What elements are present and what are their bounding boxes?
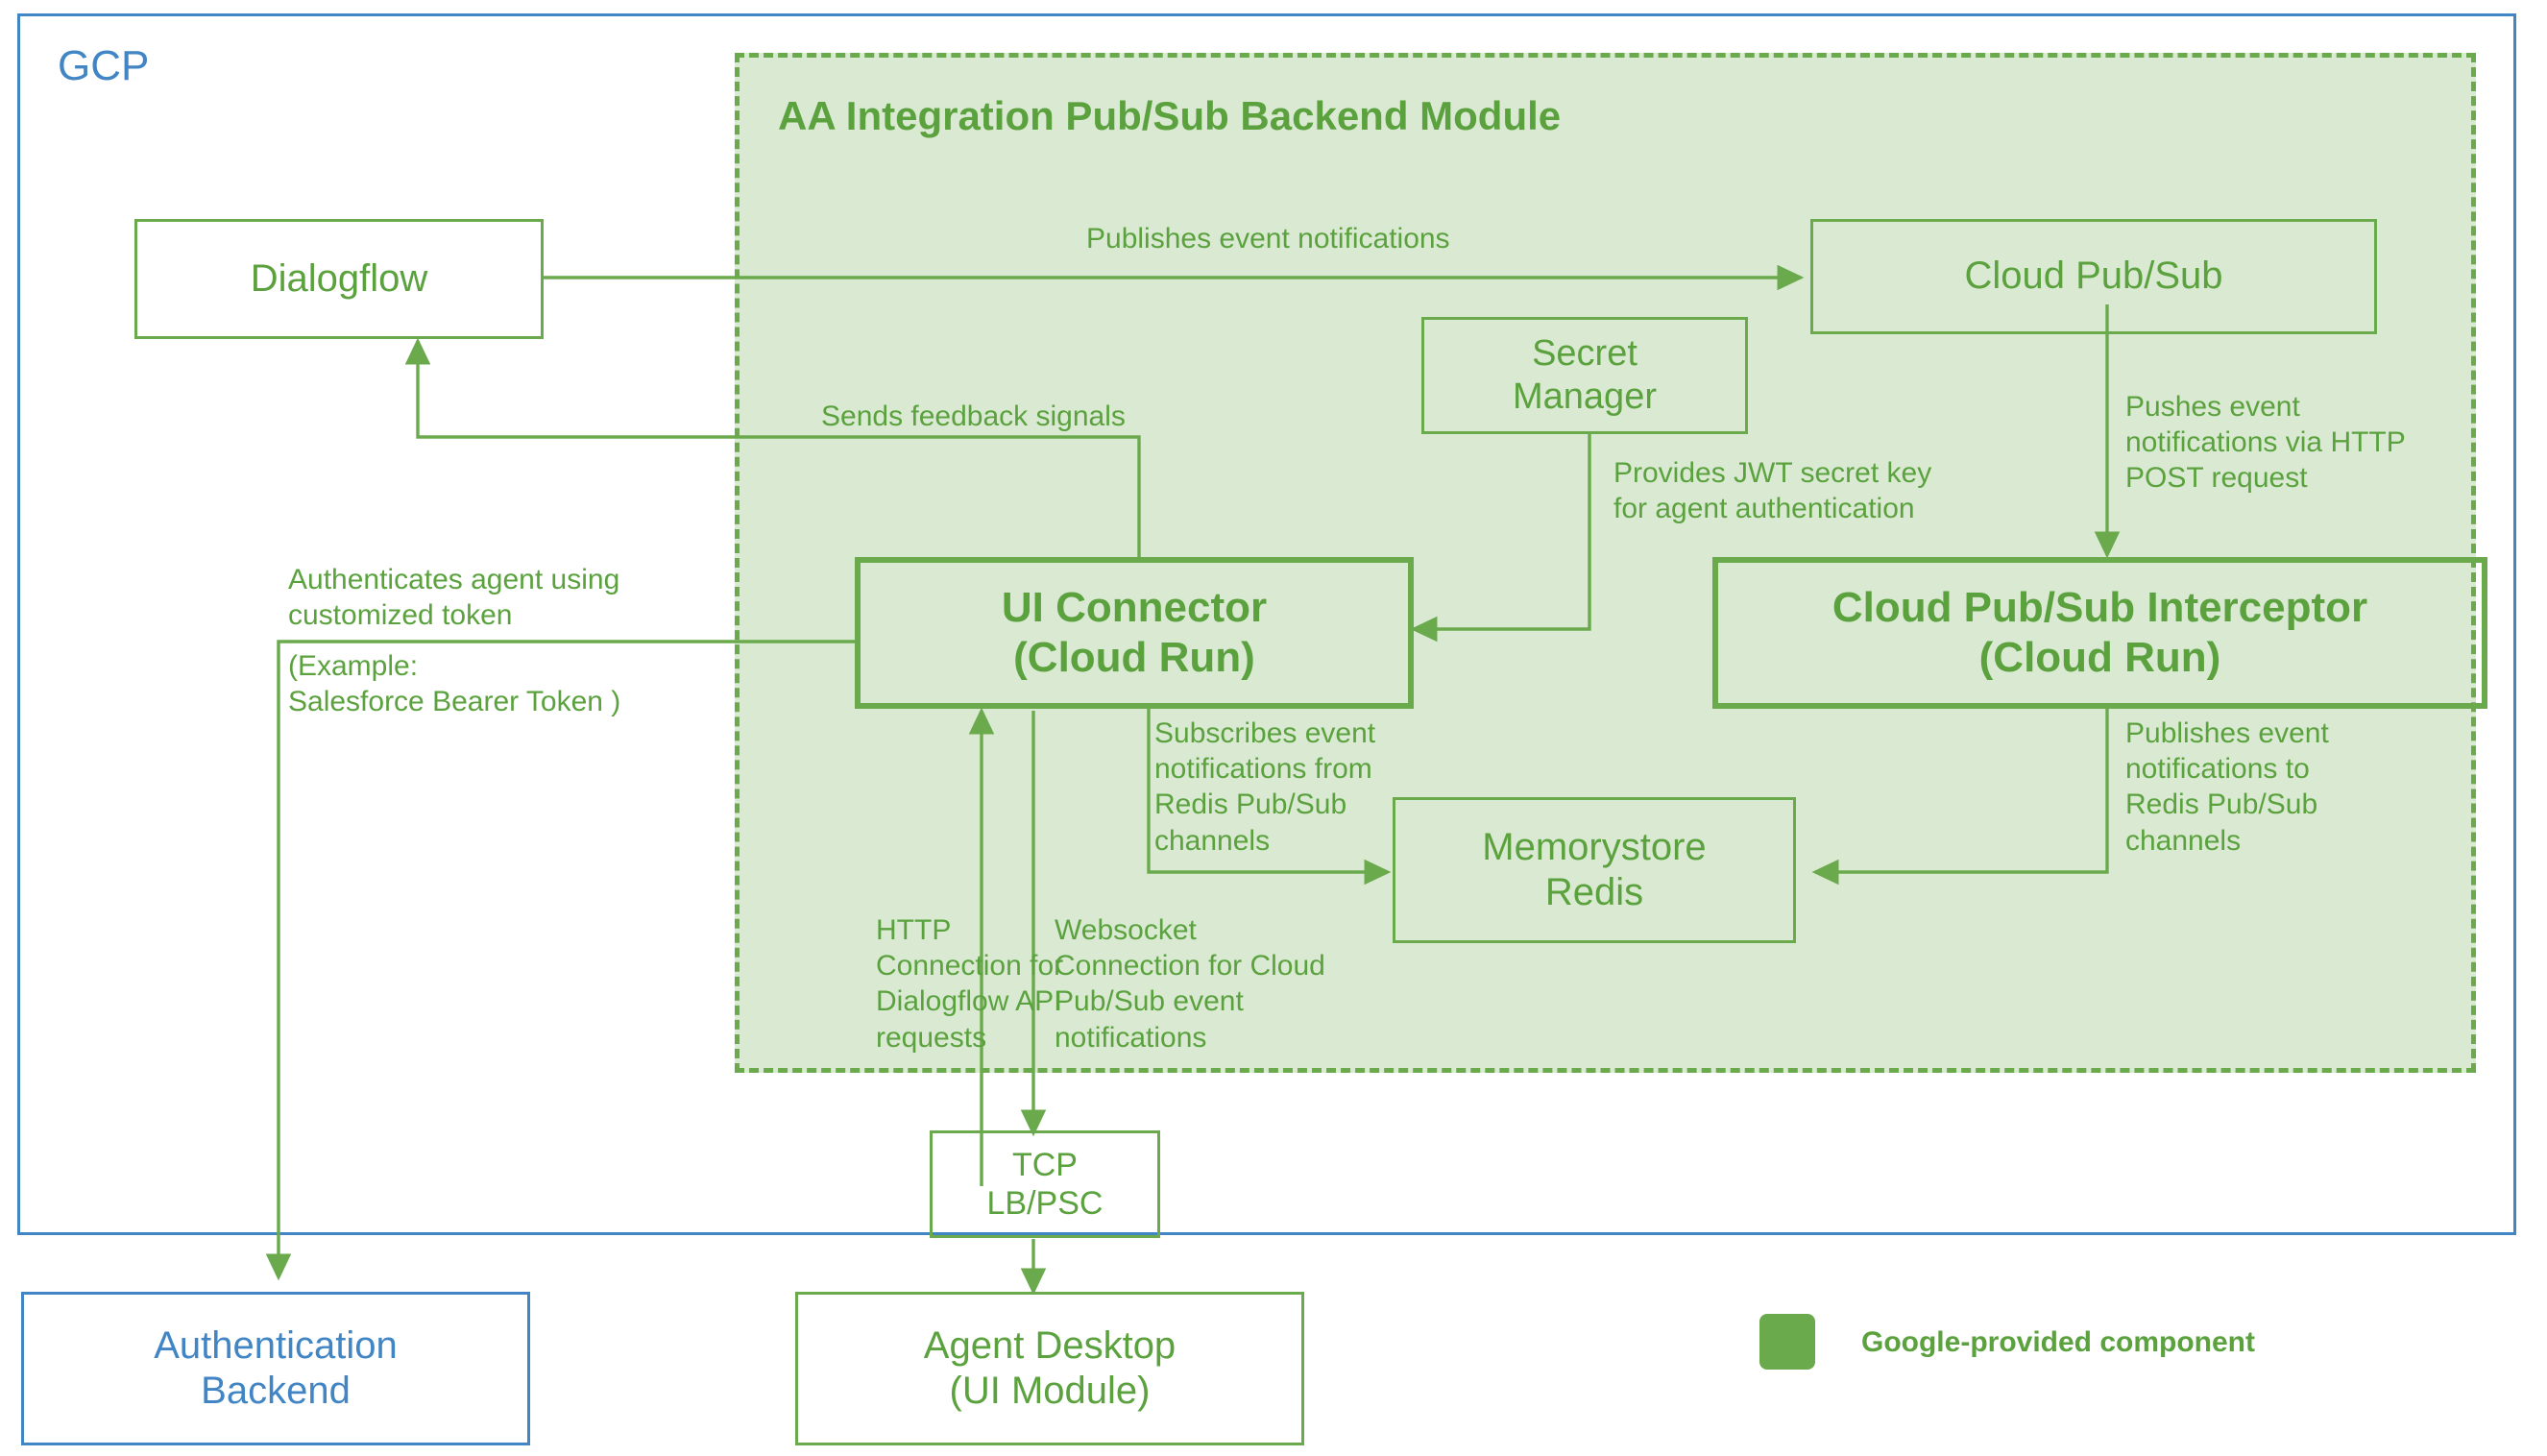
edge-uiconnector-to-dialogflow xyxy=(404,337,1141,557)
edge-label-sends-feedback-signals: Sends feedback signals xyxy=(821,400,1126,432)
edge-label-subscribes-from-redis-channels: Subscribes event notifications from Redi… xyxy=(1154,717,1376,857)
node-secret-manager[interactable]: Secret Manager xyxy=(1421,317,1748,434)
legend-color-swatch xyxy=(1759,1314,1815,1370)
edge-label-authenticates-agent-example: (Example: Salesforce Bearer Token ) xyxy=(288,650,621,718)
edge-label-publishes-event-notifications: Publishes event notifications xyxy=(1086,223,1450,255)
aa-integration-module-title: AA Integration Pub/Sub Backend Module xyxy=(778,93,1562,138)
node-dialogflow[interactable]: Dialogflow xyxy=(134,219,544,339)
edge-uiconnector-to-redis xyxy=(1147,707,1392,886)
edge-label-provides-jwt-secret-key: Provides JWT secret key for agent authen… xyxy=(1613,457,1932,525)
edge-uiconnector-to-auth-backend xyxy=(265,640,855,1281)
edge-label-http-connection: HTTP Connection for Dialogflow API reque… xyxy=(876,914,1064,1054)
aa-integration-module-boundary xyxy=(735,53,2476,1073)
legend-label-google-provided-component: Google-provided component xyxy=(1861,1326,2255,1358)
edge-secretmanager-to-uiconnector xyxy=(1410,432,1591,643)
edge-label-websocket-connection: Websocket Connection for Cloud Pub/Sub e… xyxy=(1055,914,1325,1054)
gcp-boundary-label: GCP xyxy=(58,42,150,89)
node-ui-connector[interactable]: UI Connector (Cloud Run) xyxy=(855,557,1414,709)
node-tcp-lb-psc[interactable]: TCP LB/PSC xyxy=(930,1130,1160,1238)
edge-label-publishes-to-redis-channels: Publishes event notifications to Redis P… xyxy=(2125,717,2329,857)
gcp-boundary xyxy=(17,13,2516,1235)
node-memorystore-redis[interactable]: Memorystore Redis xyxy=(1393,797,1796,943)
node-cloud-pubsub-interceptor[interactable]: Cloud Pub/Sub Interceptor (Cloud Run) xyxy=(1712,557,2487,709)
edge-label-pushes-event-http-post: Pushes event notifications via HTTP POST… xyxy=(2125,391,2406,495)
edge-interceptor-to-redis xyxy=(1811,707,2109,886)
node-authentication-backend[interactable]: Authentication Backend xyxy=(21,1292,530,1445)
node-agent-desktop[interactable]: Agent Desktop (UI Module) xyxy=(795,1292,1304,1445)
edge-label-authenticates-agent: Authenticates agent using customized tok… xyxy=(288,564,620,632)
node-cloud-pubsub[interactable]: Cloud Pub/Sub xyxy=(1810,219,2377,334)
